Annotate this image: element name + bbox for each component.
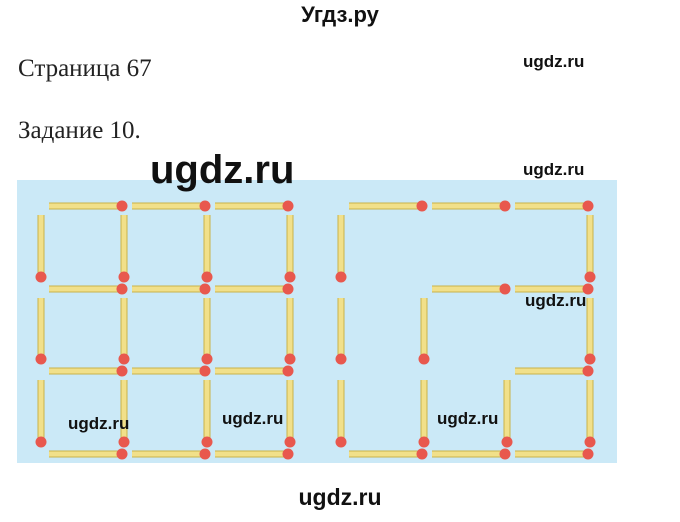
- watermark: ugdz.ru: [222, 409, 284, 428]
- matchstick: [335, 380, 347, 448]
- page-label: Страница 67: [18, 55, 152, 82]
- matchstick: [432, 200, 511, 212]
- matchstick: [335, 215, 347, 283]
- task-label: Задание 10.: [18, 117, 141, 144]
- matchstick: [584, 380, 596, 448]
- watermark: ugdz.ru: [150, 148, 295, 192]
- matchstick: [584, 215, 596, 283]
- watermark: ugdz.ru: [523, 160, 585, 179]
- matchstick: [515, 448, 594, 460]
- site-title: Угдз.ру: [301, 2, 379, 27]
- matchstick: [49, 200, 128, 212]
- matchstick: [349, 200, 428, 212]
- matchstick: [132, 448, 211, 460]
- watermark: ugdz.ru: [298, 484, 382, 510]
- matchstick: [201, 215, 213, 283]
- matchstick: [335, 298, 347, 365]
- matchstick: [215, 283, 294, 295]
- matchstick: [432, 448, 511, 460]
- matchstick: [215, 365, 294, 377]
- matchstick: [118, 298, 130, 365]
- matchstick: [584, 298, 596, 365]
- matchstick-puzzle-image: [17, 180, 617, 463]
- matchstick: [132, 365, 211, 377]
- matchstick: [432, 283, 511, 295]
- matchstick: [418, 298, 430, 365]
- matchstick: [35, 380, 47, 448]
- watermark: ugdz.ru: [525, 291, 587, 310]
- puzzle-background: [17, 180, 617, 463]
- matchstick: [118, 215, 130, 283]
- matchstick: [418, 380, 430, 448]
- matchstick: [132, 283, 211, 295]
- matchstick: [49, 283, 128, 295]
- matchstick: [284, 298, 296, 365]
- matchstick: [215, 448, 294, 460]
- matchstick: [35, 298, 47, 365]
- matchstick: [349, 448, 428, 460]
- matchstick: [132, 200, 211, 212]
- matchstick: [515, 200, 594, 212]
- matchstick: [501, 380, 513, 448]
- matchstick: [215, 200, 294, 212]
- matchstick: [201, 380, 213, 448]
- matchstick: [49, 448, 128, 460]
- watermark: ugdz.ru: [68, 414, 130, 433]
- matchstick: [515, 283, 594, 295]
- matchstick: [49, 365, 128, 377]
- matchstick: [515, 365, 594, 377]
- matchstick: [284, 380, 296, 448]
- matchstick: [201, 298, 213, 365]
- watermark: ugdz.ru: [437, 409, 499, 428]
- matchstick: [35, 215, 47, 283]
- matchstick: [284, 215, 296, 283]
- watermark: ugdz.ru: [523, 52, 585, 71]
- matchstick: [118, 380, 130, 448]
